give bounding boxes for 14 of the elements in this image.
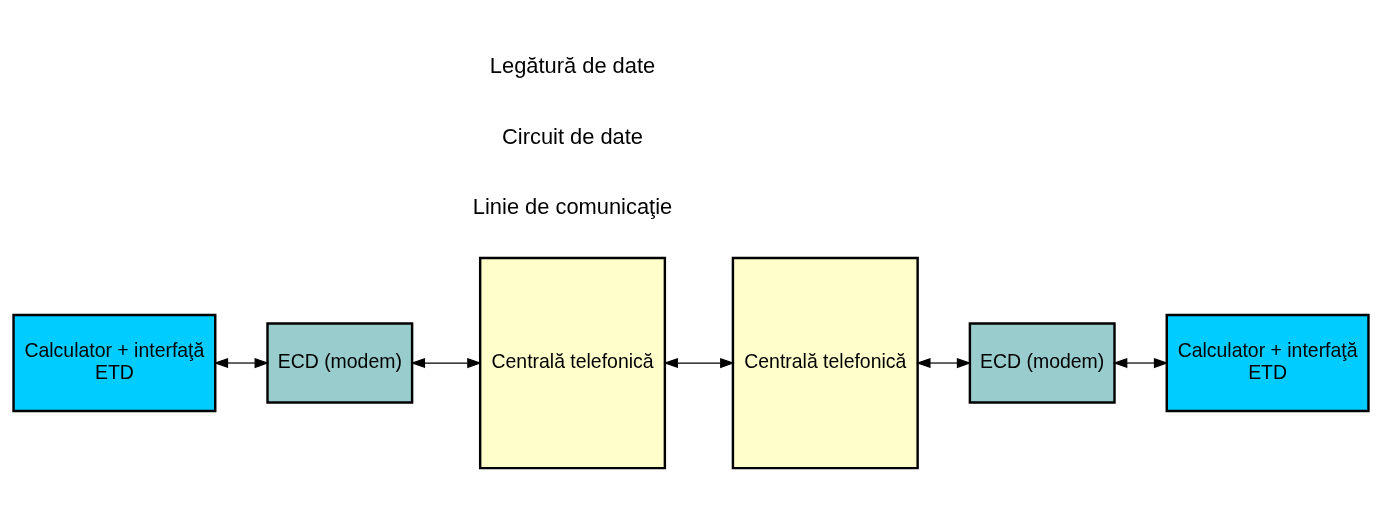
- label: Linie de comunicaţie: [472, 194, 673, 220]
- node-box: Centrală telefonică: [731, 256, 919, 470]
- node-box: Calculator + interfaţă ETD: [12, 313, 217, 413]
- arrow: [1112, 357, 1169, 369]
- arrow: [410, 357, 482, 369]
- node-box: Centrală telefonică: [478, 256, 667, 470]
- node-box: ECD (modem): [266, 322, 414, 404]
- label: Circuit de date: [502, 123, 643, 149]
- arrow: [915, 357, 972, 369]
- label: Legătură de date: [489, 53, 656, 79]
- node-box: ECD (modem): [968, 322, 1116, 404]
- arrow: [213, 357, 270, 369]
- arrow: [663, 357, 735, 369]
- node-box: Calculator + interfaţă ETD: [1165, 313, 1370, 413]
